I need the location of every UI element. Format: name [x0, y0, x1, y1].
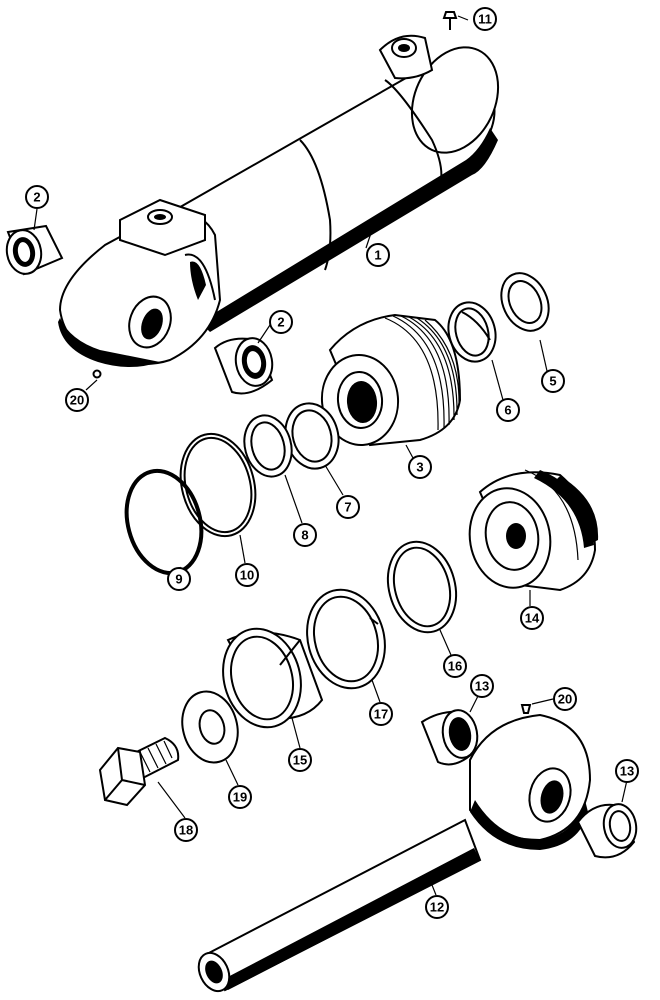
wear-ring-15 [222, 627, 324, 729]
svg-text:2: 2 [277, 315, 284, 330]
svg-text:11: 11 [478, 12, 492, 27]
callout-15: 15 [288, 748, 312, 772]
callout-13-upper: 13 [470, 674, 494, 698]
wear-ring-6 [447, 301, 497, 363]
svg-text:13: 13 [475, 679, 489, 694]
callout-13-right: 13 [615, 759, 639, 783]
screw-11 [442, 11, 458, 30]
svg-text:5: 5 [549, 374, 556, 389]
callout-5: 5 [541, 369, 565, 393]
svg-text:1: 1 [374, 248, 381, 263]
callout-19: 19 [228, 785, 252, 809]
callout-12: 12 [425, 895, 449, 919]
svg-text:12: 12 [430, 900, 444, 915]
svg-text:20: 20 [558, 692, 572, 707]
seal-8 [243, 414, 293, 478]
callout-18: 18 [174, 818, 198, 842]
svg-text:7: 7 [344, 500, 351, 515]
ring-5 [500, 272, 550, 332]
svg-text:16: 16 [448, 659, 462, 674]
barrel-clevis [58, 198, 222, 367]
callout-2-left: 2 [25, 185, 49, 209]
svg-text:3: 3 [416, 460, 423, 475]
bolt-18 [98, 736, 180, 807]
bushing-13-upper [420, 709, 479, 766]
callout-9: 9 [167, 567, 191, 591]
svg-text:17: 17 [374, 707, 388, 722]
washer-19 [181, 690, 239, 764]
svg-text:18: 18 [179, 823, 193, 838]
gland [320, 313, 462, 447]
bushing-left [5, 224, 64, 276]
callout-20-upper: 20 [65, 388, 89, 412]
callout-17: 17 [369, 702, 393, 726]
grease-fitting-20a [92, 369, 102, 379]
callout-3: 3 [408, 455, 432, 479]
seal-17 [306, 588, 386, 690]
svg-text:10: 10 [240, 568, 254, 583]
bushing-right [213, 337, 274, 395]
callout-14: 14 [520, 606, 544, 630]
bushing-13-right [576, 803, 638, 859]
callout-20-lower: 20 [553, 687, 577, 711]
svg-text:14: 14 [525, 611, 540, 626]
svg-text:8: 8 [301, 528, 308, 543]
callout-11: 11 [473, 7, 497, 31]
callout-7: 7 [336, 495, 360, 519]
callout-1: 1 [366, 243, 390, 267]
svg-text:13: 13 [620, 764, 634, 779]
grease-fitting-20b [520, 704, 532, 714]
svg-text:19: 19 [233, 790, 247, 805]
seal-16 [386, 540, 458, 634]
svg-text:2: 2 [33, 190, 40, 205]
callout-16: 16 [443, 654, 467, 678]
callout-10: 10 [235, 563, 259, 587]
svg-text:20: 20 [70, 393, 84, 408]
piston [468, 469, 599, 592]
callout-6: 6 [496, 398, 520, 422]
svg-text:15: 15 [293, 753, 307, 768]
piston-rod [197, 713, 592, 993]
svg-text:6: 6 [504, 403, 511, 418]
callout-8: 8 [293, 523, 317, 547]
callout-2-right: 2 [269, 310, 293, 334]
svg-text:9: 9 [175, 572, 182, 587]
